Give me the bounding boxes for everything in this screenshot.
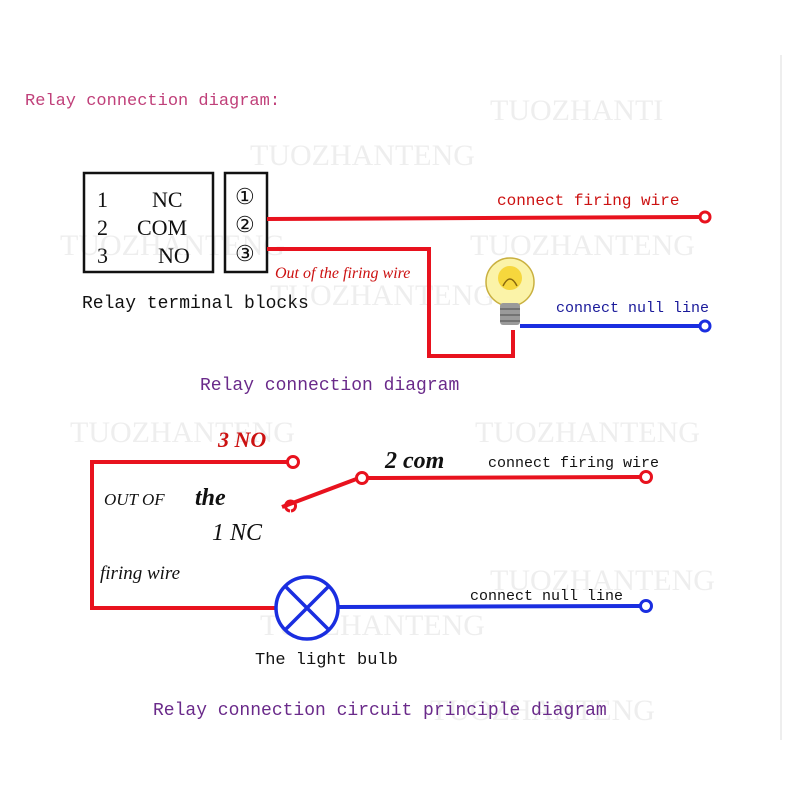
top-firing-terminal — [698, 210, 712, 224]
top-caption: Relay connection diagram — [200, 376, 459, 396]
watermark: TUOZHANTENG — [490, 564, 715, 597]
terminal-symbol-1: ① — [235, 184, 255, 209]
terminal-symbol-2: ② — [235, 212, 255, 237]
terminal-caption: Relay terminal blocks — [82, 294, 309, 314]
watermark: TUOZHANTENG — [250, 139, 475, 172]
watermark: TUOZHANTENG — [430, 694, 655, 727]
terminal-block-box — [82, 171, 215, 274]
bottom-null-wire — [337, 604, 641, 609]
firing-wire-label: firing wire — [100, 563, 180, 584]
top-firing-wire — [266, 215, 701, 221]
bulb-label: The light bulb — [255, 651, 398, 670]
top-connect-null-line: connect null line — [556, 300, 709, 317]
the-label: the — [195, 485, 226, 511]
terminal-num-2: 2 — [97, 215, 108, 240]
terminal-label-no: NO — [158, 243, 190, 268]
terminal-num-3: 3 — [97, 243, 108, 268]
bottom-firing-wire — [367, 475, 641, 480]
nc-terminal — [284, 499, 297, 513]
top-out-wire — [267, 247, 515, 358]
no-label: 3 NO — [217, 427, 266, 452]
terminal-rows: 1 NC 2 COM 3 NO — [97, 187, 190, 268]
top-null-terminal — [698, 319, 712, 333]
bulb-symbol — [274, 575, 340, 641]
com-terminal — [355, 471, 369, 485]
terminal-symbol-3: ③ — [235, 241, 255, 266]
terminal-num-1: 1 — [97, 187, 108, 212]
watermark: TUOZHANTENG — [475, 416, 700, 449]
bottom-connect-null-line: connect null line — [470, 588, 623, 605]
watermark: TUOZHANTENG — [270, 279, 495, 312]
top-heading: Relay connection diagram: — [25, 92, 280, 111]
top-out-of-firing-wire: Out of the firing wire — [275, 265, 410, 282]
bottom-null-terminal — [639, 599, 653, 613]
watermark: TUOZHANTI — [490, 94, 663, 127]
watermark: TUOZHANTENG — [470, 229, 695, 262]
bottom-firing-terminal — [639, 470, 653, 484]
bottom-caption: Relay connection circuit principle diagr… — [153, 701, 607, 721]
bottom-no-wire — [90, 460, 288, 610]
com-label: 2 com — [384, 448, 444, 474]
watermark: TUOZHANTENG — [60, 229, 285, 262]
nc-label: 1 NC — [212, 520, 263, 546]
bulb-icon — [485, 257, 535, 325]
watermark: TUOZHANTENG — [70, 416, 295, 449]
watermarks: TUOZHANTENG TUOZHANTI TUOZHANTENG TUOZHA… — [60, 94, 715, 727]
terminal-label-nc: NC — [152, 187, 183, 212]
bottom-connect-firing-wire: connect firing wire — [488, 455, 659, 472]
no-terminal — [286, 455, 300, 469]
top-connect-firing-wire: connect firing wire — [497, 192, 679, 210]
terminal-label-com: COM — [137, 215, 187, 240]
terminal-symbol-box — [223, 171, 269, 274]
terminal-symbols: ① ② ③ — [235, 184, 255, 266]
out-of-label: OUT OF — [104, 490, 165, 509]
